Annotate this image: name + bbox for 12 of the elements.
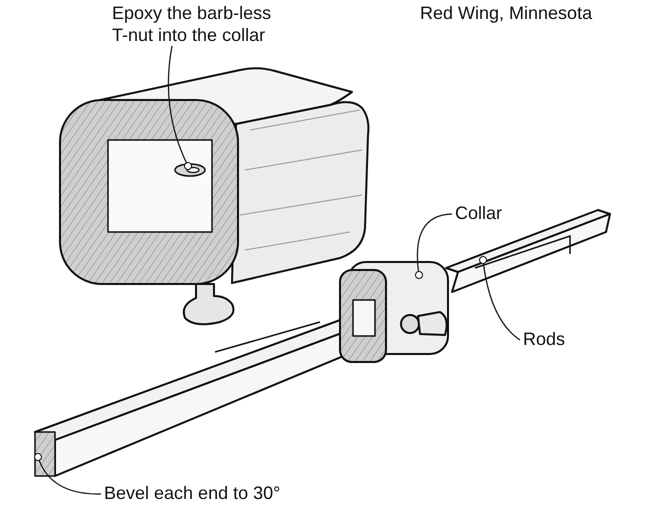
leader-line	[479, 256, 520, 340]
callout-text: Collar	[455, 202, 535, 224]
leader-line	[34, 453, 101, 495]
collar-drawing	[339, 261, 449, 363]
place-name: Red Wing, Minnesota	[420, 2, 592, 24]
callout-text: Rods	[523, 328, 603, 350]
rod-end-face	[34, 431, 56, 477]
t-nut-drawing	[174, 163, 206, 177]
callout-text: Epoxy the barb-less T-nut into the collar	[112, 2, 284, 46]
leader-line	[415, 213, 452, 279]
leader-line	[168, 46, 192, 170]
callout-text: Bevel each end to 30°	[104, 482, 344, 504]
